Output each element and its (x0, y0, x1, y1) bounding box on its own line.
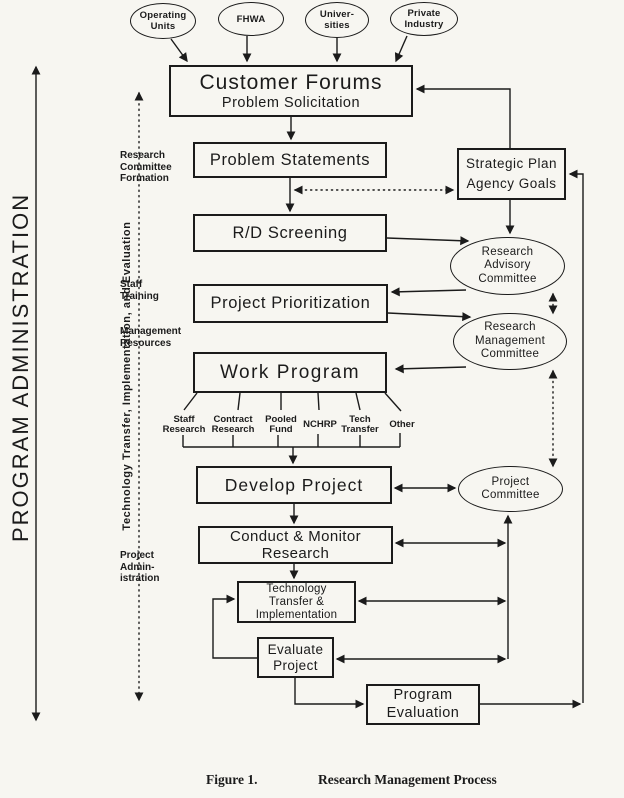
source-private-industry: Private Industry (390, 2, 458, 36)
source-label: Operating Units (139, 10, 187, 32)
tech-transfer-box: Technology Transfer & Implementation (237, 581, 356, 623)
channel-staff-research: Staff Research (157, 412, 211, 438)
work-program-box: Work Program (193, 352, 387, 393)
arrow-project-prioritization-to-research-management (387, 312, 472, 322)
tech-transfer-axis-label: Technology Transfer, Implementation, and… (121, 221, 133, 531)
research-advisory-committee: Research Advisory Committee (450, 237, 565, 295)
loop-evaluate-to-tech-transfer (212, 594, 257, 659)
conduct-monitor-box: Conduct & Monitor Research (198, 526, 393, 564)
source-operating-units: Operating Units (130, 3, 196, 39)
project-committee: Project Committee (458, 466, 563, 512)
program-evaluation-box: Program Evaluation (366, 684, 480, 725)
strategic-plan-label: Strategic Plan Agency Goals (465, 156, 558, 191)
line-strategic-plan-to-customer-forums (415, 84, 511, 148)
evaluate-project-label: Evaluate Project (267, 641, 324, 673)
channel-nchrp: NCHRP (293, 412, 347, 438)
work-program-channel-fan (183, 392, 402, 412)
channel-bracket (182, 433, 401, 448)
project-prioritization-label: Project Prioritization (210, 294, 371, 312)
channel-label: NCHRP (303, 418, 337, 430)
customer-forums-title: Customer Forums (199, 70, 383, 94)
problem-statements-label: Problem Statements (209, 150, 371, 169)
strategic-plan-box: Strategic Plan Agency Goals (457, 148, 566, 200)
work-program-label: Work Program (219, 361, 361, 383)
figure-caption-title: Research Management Process (318, 772, 497, 787)
channel-contract-research: Contract Research (206, 412, 260, 438)
committee-label: Research Advisory Committee (478, 245, 537, 285)
develop-project-label: Develop Project (224, 474, 364, 495)
customer-forums-box: Customer Forums Problem Solicitation (169, 65, 413, 117)
channel-label: Pooled Fund (265, 413, 297, 435)
channel-pooled-fund: Pooled Fund (254, 412, 308, 438)
line-feedback-to-strategic-plan (568, 169, 584, 703)
evaluate-project-box: Evaluate Project (257, 637, 334, 678)
program-evaluation-label: Program Evaluation (386, 687, 460, 721)
arrow-rd-screening-to-research-advisory (386, 236, 470, 246)
source-label: Private Industry (404, 8, 444, 30)
channel-label: Other (389, 418, 415, 430)
conduct-monitor-label: Conduct & Monitor Research (229, 528, 362, 562)
source-fhwa: FHWA (218, 2, 284, 36)
source-universities: Univer- sities (305, 2, 369, 38)
channel-label: Tech Transfer (341, 413, 379, 435)
channel-label: Contract Research (211, 413, 255, 435)
channel-other: Other (375, 412, 429, 438)
arrow-evaluate-to-program-evaluation (294, 678, 365, 709)
problem-statements-box: Problem Statements (193, 142, 387, 178)
committee-label: Research Management Committee (474, 321, 546, 361)
arrow-operating-units-to-customer-forums (170, 38, 188, 63)
source-label: FHWA (236, 13, 266, 25)
arrow-private-industry-to-customer-forums (394, 35, 408, 63)
arrow-research-management-to-work-program (394, 364, 467, 374)
phase-management-resources: Management Resources (120, 326, 182, 349)
arrow-research-advisory-to-project-prioritization (390, 287, 467, 297)
tech-transfer-label: Technology Transfer & Implementation (255, 582, 338, 621)
customer-forums-subtitle: Problem Solicitation (221, 94, 361, 111)
project-prioritization-box: Project Prioritization (193, 284, 388, 323)
develop-project-box: Develop Project (196, 466, 392, 504)
committee-label: Project Committee (481, 475, 540, 502)
source-label: Univer- sities (319, 9, 355, 31)
phase-research-committee-formation: Research Committee Formation (120, 150, 172, 184)
rd-screening-box: R/D Screening (193, 214, 387, 252)
research-management-committee: Research Management Committee (453, 313, 567, 370)
rd-screening-label: R/D Screening (232, 223, 348, 242)
program-administration-label: PROGRAM ADMINISTRATION (8, 192, 33, 542)
channel-label: Staff Research (162, 413, 206, 435)
figure-caption-label: Figure 1. (206, 772, 258, 787)
channel-tech-transfer: Tech Transfer (333, 412, 387, 438)
